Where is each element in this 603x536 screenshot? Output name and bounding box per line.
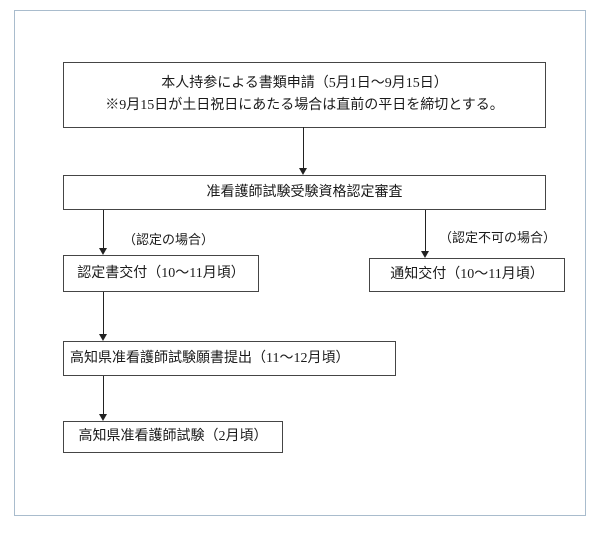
arrow-head bbox=[99, 334, 107, 341]
arrow-down-icon bbox=[99, 292, 108, 341]
arrow-head bbox=[421, 251, 429, 258]
branch-label-approved: （認定の場合） bbox=[123, 232, 215, 247]
node-eligibility-review: 准看護師試験受験資格認定審査 bbox=[63, 175, 546, 210]
diagram-frame: 本人持参による書類申請（5月1日～9月15日） ※9月15日が土日祝日にあたる場… bbox=[14, 10, 586, 516]
branch-label-rejected: （認定不可の場合） bbox=[439, 230, 557, 245]
arrow-head bbox=[99, 414, 107, 421]
node-text-line: 本人持参による書類申請（5月1日～9月15日） bbox=[161, 76, 448, 92]
node-notice-issue: 通知交付（10～11月頃） bbox=[369, 258, 565, 292]
arrow-down-icon bbox=[99, 376, 108, 421]
node-text-line: 認定書交付（10～11月頃） bbox=[77, 265, 245, 281]
node-text-line: 通知交付（10～11月頃） bbox=[390, 267, 544, 283]
arrow-down-icon bbox=[421, 210, 430, 258]
node-certificate-issue: 認定書交付（10～11月頃） bbox=[63, 255, 259, 292]
arrow-head bbox=[299, 168, 307, 175]
arrow-shaft bbox=[103, 376, 104, 415]
arrow-shaft bbox=[103, 292, 104, 335]
node-text-line: ※9月15日が土日祝日にあたる場合は直前の平日を締切とする。 bbox=[105, 98, 504, 113]
arrow-head bbox=[99, 248, 107, 255]
arrow-shaft bbox=[103, 210, 104, 249]
node-text-line: 高知県准看護師試験（2月頃） bbox=[78, 429, 268, 445]
arrow-shaft bbox=[303, 127, 304, 169]
node-text-line: 高知県准看護師試験願書提出（11～12月頃） bbox=[70, 350, 350, 366]
node-application-form-submit: 高知県准看護師試験願書提出（11～12月頃） bbox=[63, 341, 396, 376]
arrow-shaft bbox=[425, 210, 426, 252]
node-document-application: 本人持参による書類申請（5月1日～9月15日） ※9月15日が土日祝日にあたる場… bbox=[63, 62, 546, 128]
arrow-down-icon bbox=[299, 127, 308, 175]
node-exam: 高知県准看護師試験（2月頃） bbox=[63, 421, 283, 453]
node-text-line: 准看護師試験受験資格認定審査 bbox=[206, 184, 403, 200]
arrow-down-icon bbox=[99, 210, 108, 255]
